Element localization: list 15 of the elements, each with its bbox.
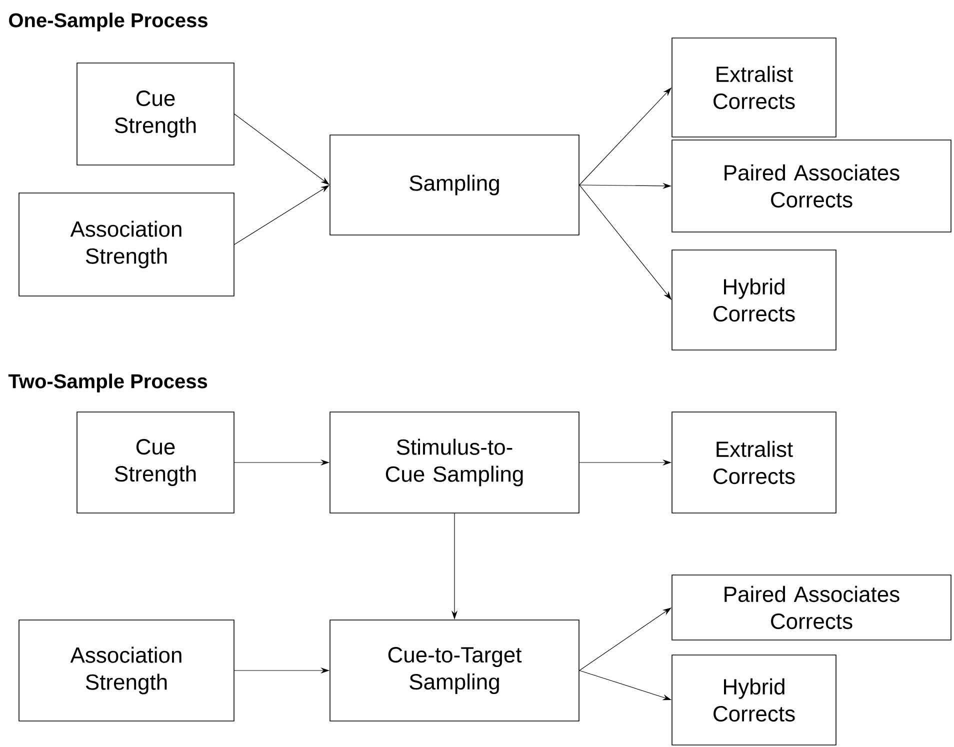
- section-heading: One-Sample Process: [9, 12, 208, 32]
- process-box: Stimulus-to-Cue Sampling: [330, 412, 580, 514]
- process-box: Cue Strength: [76, 62, 234, 166]
- process-box: Cue Strength: [76, 412, 234, 514]
- process-box: Paired Associates Corrects: [672, 574, 952, 640]
- process-box: Association Strength: [18, 620, 234, 722]
- process-box: Extralist Corrects: [672, 38, 836, 138]
- process-box: Sampling: [330, 134, 580, 236]
- process-box: Cue-to-Target Sampling: [330, 620, 580, 722]
- process-box: Association Strength: [18, 192, 234, 296]
- process-box: Hybrid Corrects: [672, 250, 836, 350]
- process-box: Paired Associates Corrects: [672, 140, 952, 232]
- process-box: Extralist Corrects: [672, 412, 836, 514]
- process-box: Hybrid Corrects: [672, 654, 836, 746]
- section-heading: Two-Sample Process: [8, 374, 208, 392]
